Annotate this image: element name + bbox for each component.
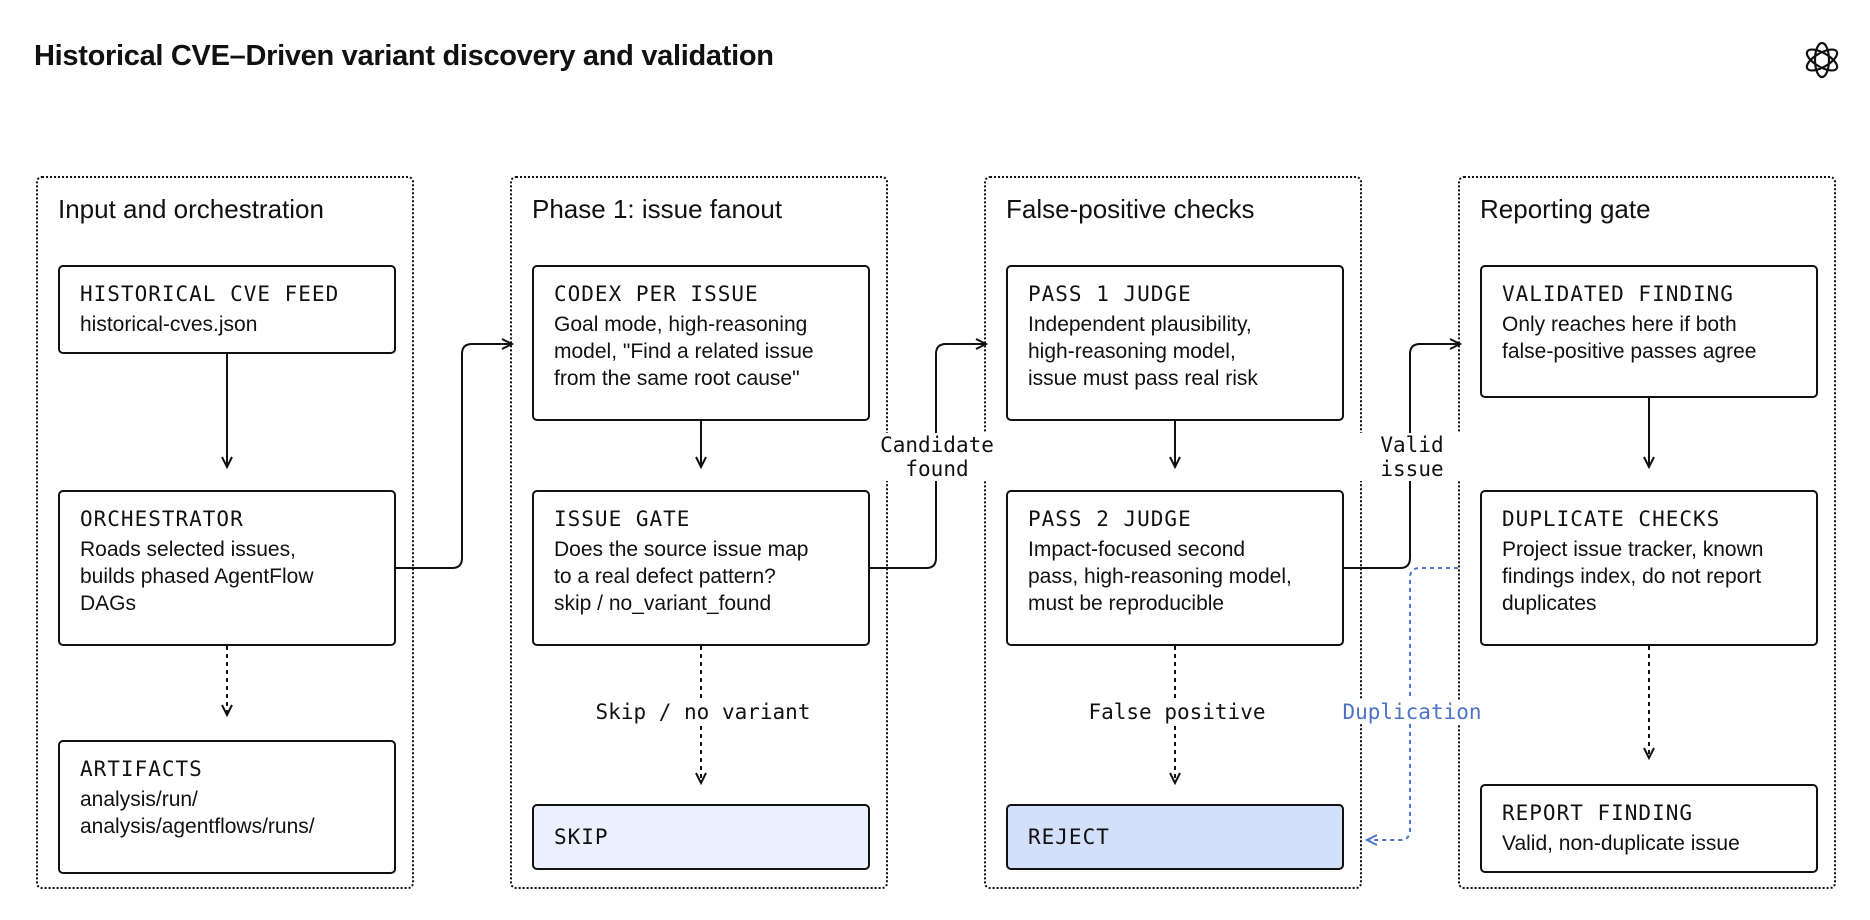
box-codex-per-issue: CODEX PER ISSUE Goal mode, high-reasonin… <box>532 265 870 421</box>
arrow-orchestrator-to-codex <box>395 344 512 569</box>
box-validated-finding: VALIDATED FINDING Only reaches here if b… <box>1480 265 1818 398</box>
box-pass1-judge: PASS 1 JUDGE Independent plausibility,hi… <box>1006 265 1344 421</box>
box-title: DUPLICATE CHECKS <box>1502 507 1721 531</box>
panel-false-positive-checks <box>984 176 1362 889</box>
box-title: PASS 2 JUDGE <box>1028 507 1192 531</box>
box-title: SKIP <box>554 825 609 849</box>
box-title: ORCHESTRATOR <box>80 507 244 531</box>
label-skip-no-variant: Skip / no variant <box>576 700 830 724</box>
arrow-duplication-to-reject <box>1367 567 1458 840</box>
box-title: VALIDATED FINDING <box>1502 282 1734 306</box>
box-title: HISTORICAL CVE FEED <box>80 282 340 306</box>
label-duplication: Duplication <box>1330 700 1494 724</box>
panel-input-orchestration <box>36 176 414 889</box>
panel-title-phase1: Phase 1: issue fanout <box>532 194 783 224</box>
box-orchestrator: ORCHESTRATOR Roads selected issues,build… <box>58 490 396 646</box>
box-title: ISSUE GATE <box>554 507 691 531</box>
panel-reporting-gate <box>1458 176 1836 889</box>
panel-title-input-orchestration: Input and orchestration <box>58 194 324 224</box>
box-historical-cve-feed: HISTORICAL CVE FEED historical-cves.json <box>58 265 396 354</box>
panel-title-false-positive: False-positive checks <box>1006 194 1255 224</box>
box-title: CODEX PER ISSUE <box>554 282 759 306</box>
panel-title-reporting-gate: Reporting gate <box>1480 194 1651 224</box>
box-text: Valid, non-duplicate issue <box>1502 832 1740 855</box>
box-text: historical-cves.json <box>80 313 258 336</box>
box-text: Roads selected issues,builds phased Agen… <box>80 538 314 615</box>
box-duplicate-checks: DUPLICATE CHECKS Project issue tracker, … <box>1480 490 1818 646</box>
box-title: ARTIFACTS <box>80 757 203 781</box>
box-text: Independent plausibility,high-reasoning … <box>1028 313 1258 390</box>
panel-phase1-issue-fanout <box>510 176 888 889</box>
box-title: PASS 1 JUDGE <box>1028 282 1192 306</box>
box-report-finding: REPORT FINDING Valid, non-duplicate issu… <box>1480 784 1818 873</box>
box-reject: REJECT <box>1006 804 1344 870</box>
label-false-positive: False positive <box>1065 700 1289 724</box>
box-artifacts: ARTIFACTS analysis/run/analysis/agentflo… <box>58 740 396 874</box>
page-title: Historical CVE–Driven variant discovery … <box>34 40 774 72</box>
box-skip: SKIP <box>532 804 870 870</box>
box-title: REPORT FINDING <box>1502 801 1694 825</box>
openai-logo-icon <box>1805 41 1839 79</box>
box-title: REJECT <box>1028 825 1110 849</box>
box-text: analysis/run/analysis/agentflows/runs/ <box>80 788 315 838</box>
